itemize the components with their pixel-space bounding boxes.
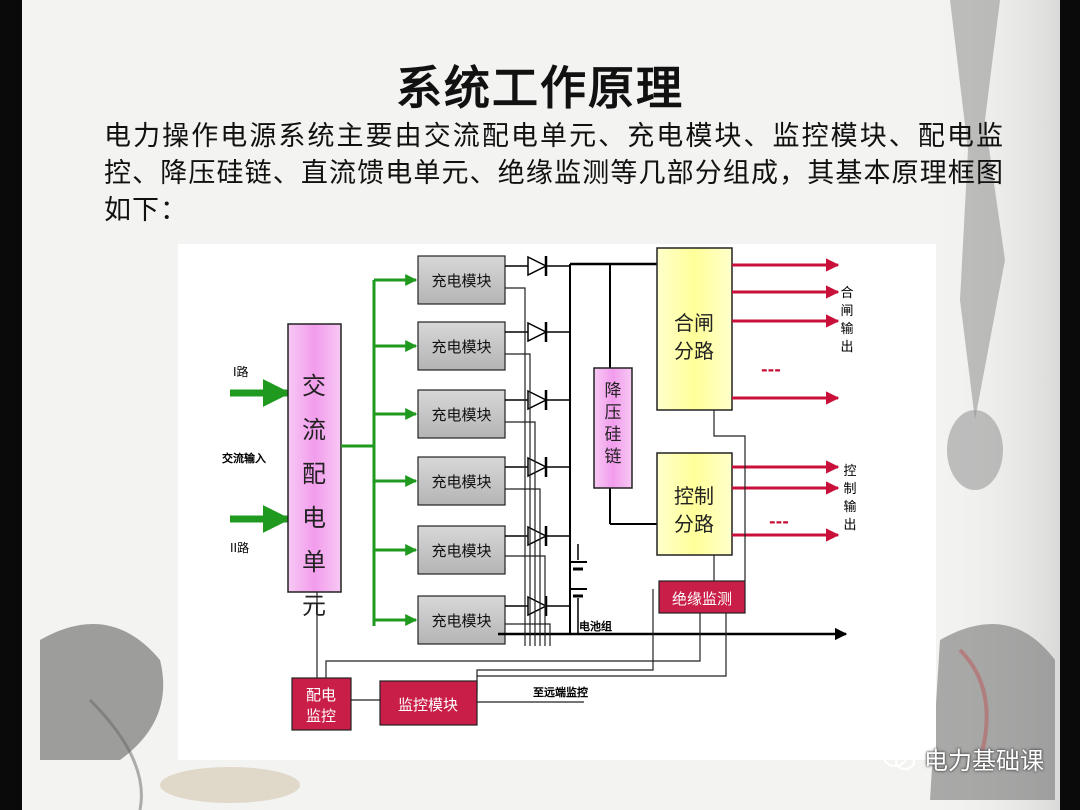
diode-symbol [505,595,570,617]
charging-module: 充电模块 [417,321,506,371]
monitor-module-label: 监控模块 [398,696,458,714]
closing-ellipsis: --- [761,360,781,379]
insulation-monitor [658,580,746,614]
charging-module-label: 充电模块 [431,473,491,491]
closing-branch [656,247,733,411]
diode-symbol [505,525,570,547]
input-label-2: II路 [230,540,249,555]
input-label-1: I路 [233,364,249,379]
diode-symbol [505,255,570,277]
module-feed-arrows [374,274,418,626]
closing-branch-label: 合闸分路 [674,311,714,363]
charging-module-label: 充电模块 [431,612,491,630]
watermark-text: 电力基础课 [924,747,1044,775]
diode-symbol [505,321,570,343]
distribution-monitor-label-1: 配电 [306,686,336,704]
charging-module: 充电模块 [417,255,506,305]
charging-module: 充电模块 [417,525,506,575]
control-ellipsis: --- [769,512,789,531]
distribution-monitor-label-2: 监控 [306,707,336,725]
step-down-label: 降压硅链 [605,381,622,467]
charging-module: 充电模块 [417,456,506,506]
control-branch-label: 控制分路 [674,484,714,536]
wechat-icon [883,746,915,770]
output-arrows [732,258,840,542]
diode-symbol [505,389,570,411]
signal-wiring [316,287,746,703]
diodes [505,255,570,617]
block-diagram: I路 交流输入 II路 交流配电单元 充电模块充电模块充电模块充电模块充电模块充… [222,247,857,731]
closing-output-label: 合闸输出 [840,286,853,355]
charging-module-label: 充电模块 [431,272,491,290]
control-branch [656,452,733,556]
ac-distribution-label: 交流配电单元 [302,372,326,620]
input-label-main: 交流输入 [222,451,266,465]
charging-module: 充电模块 [417,389,506,439]
battery-symbol [569,544,587,633]
insulation-label: 绝缘监测 [672,590,732,608]
ac-distribution-unit [287,323,342,593]
battery-label: 电池组 [579,619,612,633]
remote-monitor-label: 至远端监控 [533,685,588,699]
control-output-label: 控制输出 [843,464,856,533]
distribution-monitor [291,677,352,731]
watermark: 电力基础课 [882,741,1044,776]
step-down-silicon-chain [593,367,633,489]
charging-module-label: 充电模块 [431,406,491,424]
charging-module-label: 充电模块 [431,542,491,560]
slide-body-text: 电力操作电源系统主要由交流配电单元、充电模块、监控模块、配电监控、降压硅链、直流… [104,121,1004,226]
diode-symbol [505,456,570,478]
slide-title: 系统工作原理 [396,61,684,115]
charging-module: 充电模块 [417,595,506,645]
monitor-module [379,680,478,726]
charging-module-label: 充电模块 [431,338,491,356]
